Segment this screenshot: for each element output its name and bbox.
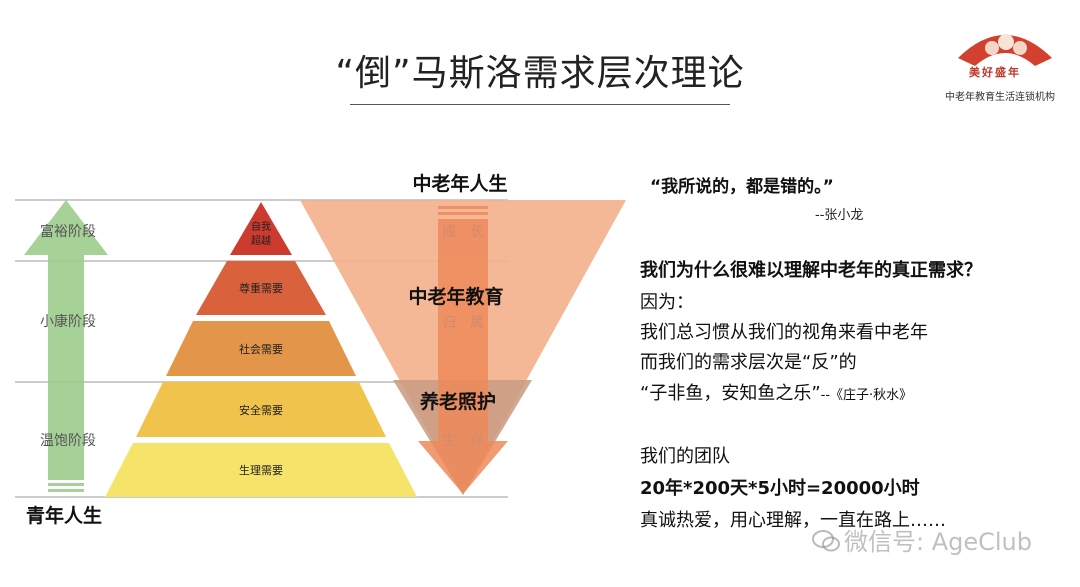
pyramid-label: 安全需要 [239, 403, 283, 417]
arrow-word: 归 属 [442, 314, 484, 331]
quote: “我所说的，都是错的。” [650, 177, 834, 197]
label-elder-care: 养老照护 [419, 390, 496, 413]
pyramid-tier-self-transcendence [230, 202, 292, 255]
arrow-word: 生 存 [442, 433, 484, 449]
reason-line-2: 而我们的需求层次是“反”的 [640, 352, 857, 373]
reason-line-1: 我们总习惯从我们的视角来看中老年 [640, 322, 928, 343]
quote-author: --张小龙 [815, 208, 864, 223]
orange-down-arrow [418, 206, 508, 494]
stage-label: 富裕阶段 [40, 223, 96, 240]
wechat-icon [812, 530, 840, 552]
idiom-source: --《庄子·秋水》 [820, 388, 913, 403]
label-youth-life: 青年人生 [26, 504, 102, 527]
green-up-arrow [24, 200, 108, 492]
title-divider [350, 104, 730, 105]
reason-line-3: “子非鱼，安知鱼之乐”--《庄子·秋水》 [640, 379, 912, 405]
peony-logo-icon [958, 34, 1052, 66]
team-heading: 我们的团队 [640, 446, 730, 467]
watermark: 微信号: AgeClub [844, 528, 1033, 556]
because-text: 因为： [640, 292, 694, 313]
team-motto: 真诚热爱，用心理解，一直在路上…… [640, 510, 946, 531]
logo-name: 美好盛年 [969, 66, 1021, 79]
pyramid-tier-physiological [105, 443, 417, 497]
label-top-life: 中老年人生 [412, 172, 507, 195]
pyramid-label: 生理需要 [239, 463, 283, 477]
stage-label: 小康阶段 [40, 313, 96, 330]
question-heading: 我们为什么很难以理解中老年的真正需求？ [640, 260, 982, 281]
pyramid-tier-social [166, 321, 356, 376]
arrow-word: 成 长 [442, 224, 484, 240]
team-formula: 20年*200天*5小时=20000小时 [640, 478, 920, 499]
pyramid-label: 社会需要 [239, 342, 283, 356]
label-education: 中老年教育 [408, 285, 503, 308]
pyramid-label: 尊重需要 [239, 281, 283, 295]
pyramid-tier-esteem [196, 261, 326, 315]
logo-tagline: 中老年教育生活连锁机构 [945, 92, 1055, 103]
pyramid-tier-safety [136, 382, 386, 437]
page-title: “倒”马斯洛需求层次理论 [335, 53, 745, 94]
pyramid-label: 超越 [251, 234, 271, 247]
pyramid-label: 自我 [251, 220, 271, 233]
idiom-text: “子非鱼，安知鱼之乐” [640, 383, 821, 404]
stage-label: 温饱阶段 [40, 433, 96, 449]
hierarchy-diagram: 富裕阶段 小康阶段 温饱阶段 自我 超越 尊重需要 社会需要 安全需要 生理需要… [15, 172, 626, 527]
